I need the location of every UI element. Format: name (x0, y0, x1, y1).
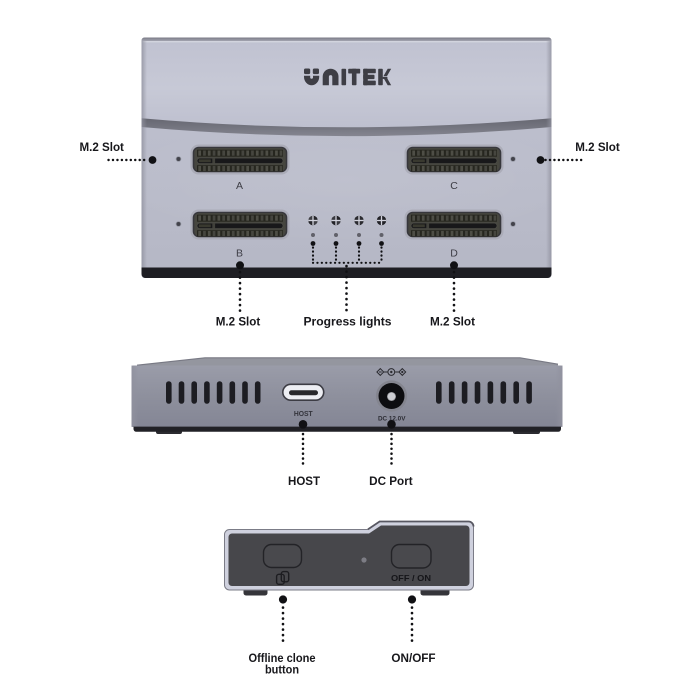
svg-text:M.2 Slot: M.2 Slot (430, 314, 475, 328)
svg-text:M.2 Slot: M.2 Slot (216, 314, 261, 328)
svg-text:DC 12.0V: DC 12.0V (378, 415, 406, 422)
svg-text:Progress lights: Progress lights (304, 314, 392, 328)
svg-text:OFF / ON: OFF / ON (391, 573, 431, 583)
svg-text:DC Port: DC Port (369, 474, 413, 488)
svg-text:M.2 Slot: M.2 Slot (79, 140, 124, 154)
svg-text:Offline clone: Offline clone (249, 651, 316, 665)
svg-text:button: button (265, 663, 299, 677)
svg-text:A: A (236, 180, 243, 192)
svg-text:HOST: HOST (294, 411, 313, 418)
svg-text:D: D (450, 248, 458, 260)
svg-text:C: C (450, 180, 458, 192)
svg-text:ON/OFF: ON/OFF (391, 651, 435, 665)
svg-text:B: B (236, 248, 243, 260)
svg-text:HOST: HOST (288, 474, 321, 488)
svg-text:M.2 Slot: M.2 Slot (575, 140, 620, 154)
